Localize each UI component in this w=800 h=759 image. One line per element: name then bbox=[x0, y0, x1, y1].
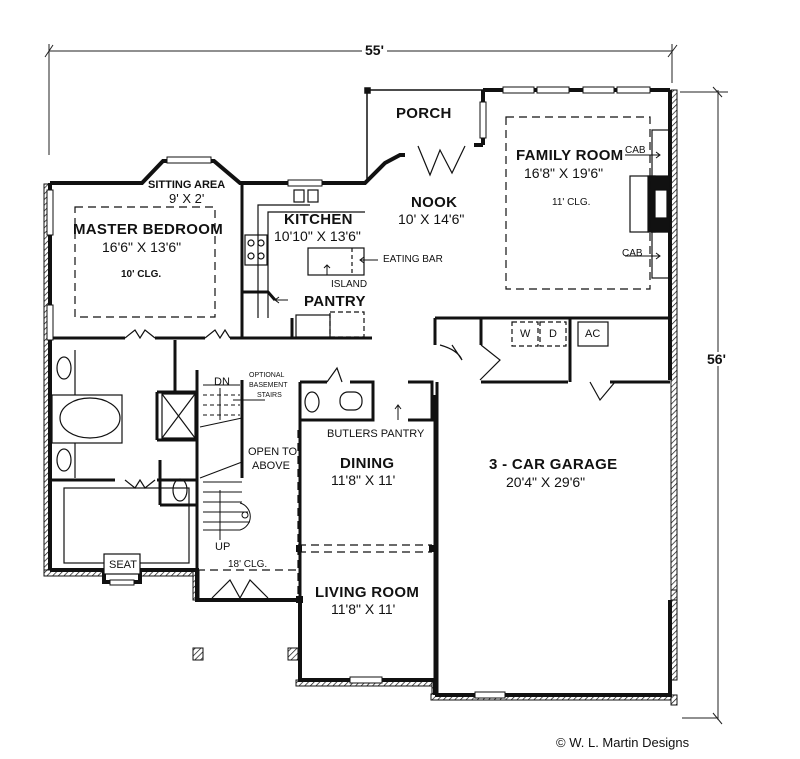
cab-label-bottom: CAB bbox=[622, 248, 643, 259]
windows bbox=[46, 86, 651, 699]
nook-dim: 10' X 14'6" bbox=[398, 211, 465, 227]
doors bbox=[124, 145, 616, 600]
overall-depth-label: 56' bbox=[704, 352, 729, 366]
copyright-credit: © W. L. Martin Designs bbox=[556, 735, 690, 750]
kitchen-label: KITCHEN bbox=[284, 211, 353, 228]
posts bbox=[296, 545, 435, 603]
optional-basement-label-2: BASEMENT bbox=[249, 382, 288, 389]
optional-basement-label-1: OPTIONAL bbox=[249, 372, 285, 379]
garage-dim: 20'4" X 29'6" bbox=[506, 474, 586, 490]
fixtures bbox=[51, 129, 671, 575]
porch-outline bbox=[364, 87, 483, 183]
living-room-label: LIVING ROOM bbox=[315, 584, 420, 601]
dimension-lines bbox=[44, 44, 728, 725]
annotation-arrows bbox=[233, 151, 661, 420]
cab-label-top: CAB bbox=[625, 145, 646, 156]
dryer-label: D bbox=[549, 328, 557, 340]
master-bedroom-label: MASTER BEDROOM bbox=[73, 221, 224, 238]
sitting-area-label: SITTING AREA bbox=[148, 179, 226, 191]
eating-bar-label: EATING BAR bbox=[383, 254, 443, 265]
dining-label: DINING bbox=[340, 455, 395, 472]
dining-dim: 11'8" X 11' bbox=[331, 472, 396, 488]
family-room-label: FAMILY ROOM bbox=[516, 147, 624, 164]
up-label: UP bbox=[215, 541, 231, 553]
seat-label: SEAT bbox=[109, 559, 137, 571]
living-room-dim: 11'8" X 11' bbox=[331, 601, 396, 617]
family-room-ceiling: 11' CLG. bbox=[552, 197, 591, 208]
ac-label: AC bbox=[585, 328, 601, 340]
dn-label: DN bbox=[214, 376, 230, 388]
master-bedroom-ceiling: 10' CLG. bbox=[121, 269, 162, 280]
family-room-dim: 16'8" X 19'6" bbox=[524, 165, 604, 181]
dashed-ceiling-lines bbox=[74, 116, 651, 600]
garage-label: 3 - CAR GARAGE bbox=[489, 456, 618, 473]
open-to-above-label-2: ABOVE bbox=[252, 460, 290, 472]
open-to-above-label-1: OPEN TO bbox=[248, 446, 298, 458]
washer-label: W bbox=[520, 328, 531, 340]
sitting-area-dim: 9' X 2' bbox=[169, 191, 205, 206]
nook-label: NOOK bbox=[411, 194, 458, 211]
island-label: ISLAND bbox=[331, 279, 368, 290]
kitchen-dim: 10'10" X 13'6" bbox=[274, 228, 361, 244]
foyer-ceiling-label: 18' CLG. bbox=[228, 559, 268, 570]
overall-width-label: 55' bbox=[362, 43, 387, 57]
interior-walls bbox=[50, 183, 670, 695]
optional-basement-label-3: STAIRS bbox=[257, 392, 282, 399]
porch-label: PORCH bbox=[396, 105, 452, 122]
pantry-label: PANTRY bbox=[304, 293, 366, 310]
master-bedroom-dim: 16'6" X 13'6" bbox=[102, 239, 182, 255]
butlers-pantry-label: BUTLERS PANTRY bbox=[327, 428, 425, 440]
